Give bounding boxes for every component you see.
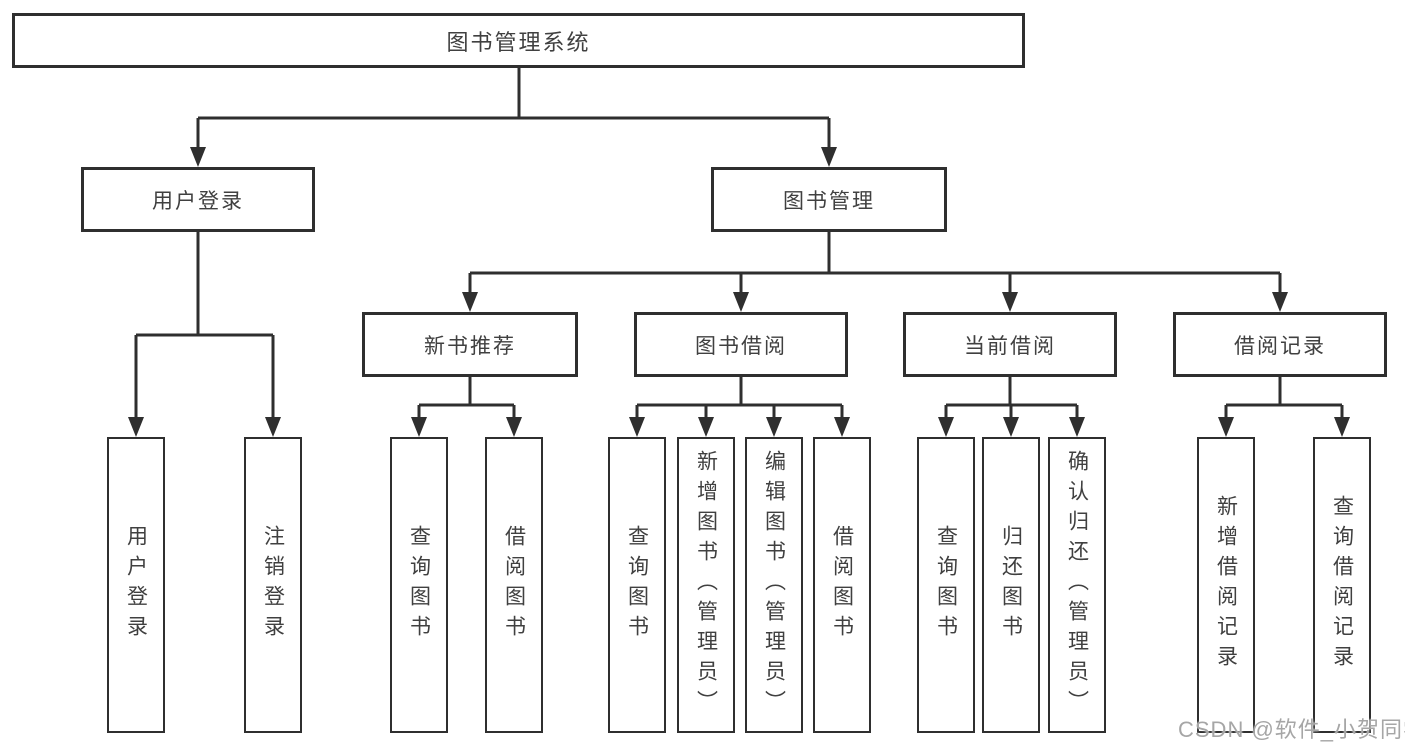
- leaf-add-borrow-record: 新增借阅记录: [1197, 437, 1255, 733]
- arrow-down-icon: [733, 292, 749, 312]
- leaf-edit-book-admin: 编辑图书（管理员）: [745, 437, 803, 733]
- node-label: 图书借阅: [695, 334, 787, 358]
- leaf-query-books-recommend: 查询图书: [390, 437, 448, 733]
- leaf-borrow-book-recommend: 借阅图书: [485, 437, 543, 733]
- leaf-query-borrow-record: 查询借阅记录: [1313, 437, 1371, 733]
- node-label: 图书管理: [783, 189, 875, 213]
- leaf-borrow-book: 借阅图书: [813, 437, 871, 733]
- leaf-user-login: 用户登录: [107, 437, 165, 733]
- node-label: 借阅记录: [1234, 334, 1326, 358]
- leaf-query-books-borrow: 查询图书: [608, 437, 666, 733]
- node-user-login: 用户登录: [81, 167, 315, 232]
- node-new-book-recommend: 新书推荐: [362, 312, 578, 377]
- connector-user-login-to-leaves: [134, 232, 275, 420]
- connector-book-borrow-to-leaves: [635, 377, 844, 420]
- leaf-label: 借阅图书: [830, 525, 854, 645]
- csdn-watermark: CSDN @软件_小贺同学: [1178, 717, 1405, 742]
- leaf-return-book: 归还图书: [982, 437, 1040, 733]
- leaf-confirm-return-admin: 确认归还（管理员）: [1048, 437, 1106, 733]
- node-library-management-system: 图书管理系统: [12, 13, 1025, 68]
- leaf-label: 归还图书: [999, 525, 1023, 645]
- arrow-down-icon: [506, 417, 522, 437]
- arrow-down-icon: [1272, 292, 1288, 312]
- node-label: 用户登录: [152, 189, 244, 213]
- arrow-down-icon: [1334, 417, 1350, 437]
- node-current-borrow: 当前借阅: [903, 312, 1117, 377]
- leaf-label: 新增借阅记录: [1214, 495, 1238, 675]
- node-book-borrow: 图书借阅: [634, 312, 848, 377]
- leaf-logout-login: 注销登录: [244, 437, 302, 733]
- arrow-down-icon: [265, 417, 281, 437]
- leaf-label: 编辑图书（管理员）: [762, 450, 786, 720]
- connector-current-borrow-to-leaves: [944, 377, 1079, 420]
- leaf-label: 借阅图书: [502, 525, 526, 645]
- leaf-label: 用户登录: [124, 525, 148, 645]
- leaf-label: 确认归还（管理员）: [1065, 450, 1089, 720]
- arrow-down-icon: [190, 147, 206, 167]
- arrow-down-icon: [1002, 292, 1018, 312]
- leaf-label: 查询图书: [625, 525, 649, 645]
- arrow-down-icon: [766, 417, 782, 437]
- connector-book-mgmt-to-level3: [468, 232, 1282, 295]
- arrow-down-icon: [938, 417, 954, 437]
- leaf-label: 查询图书: [407, 525, 431, 645]
- arrow-down-icon: [1003, 417, 1019, 437]
- connector-new-book-to-leaves: [417, 377, 516, 420]
- arrow-down-icon: [128, 417, 144, 437]
- arrow-down-icon: [1218, 417, 1234, 437]
- leaf-add-book-admin: 新增图书（管理员）: [677, 437, 735, 733]
- node-label: 当前借阅: [964, 334, 1056, 358]
- leaf-label: 注销登录: [261, 525, 285, 645]
- leaf-label: 查询借阅记录: [1330, 495, 1354, 675]
- leaf-label: 查询图书: [934, 525, 958, 645]
- arrow-down-icon: [462, 292, 478, 312]
- leaf-label: 新增图书（管理员）: [694, 450, 718, 720]
- connector-root-to-level2: [196, 68, 831, 150]
- leaf-query-books-current: 查询图书: [917, 437, 975, 733]
- arrow-down-icon: [411, 417, 427, 437]
- arrow-down-icon: [629, 417, 645, 437]
- arrowheads: [128, 147, 1350, 437]
- arrow-down-icon: [834, 417, 850, 437]
- arrow-down-icon: [1069, 417, 1085, 437]
- connector-borrow-record-to-leaves: [1224, 377, 1344, 420]
- arrow-down-icon: [821, 147, 837, 167]
- node-book-management: 图书管理: [711, 167, 947, 232]
- node-label: 图书管理系统: [446, 29, 591, 55]
- arrow-down-icon: [698, 417, 714, 437]
- node-borrow-record: 借阅记录: [1173, 312, 1387, 377]
- node-label: 新书推荐: [424, 334, 516, 358]
